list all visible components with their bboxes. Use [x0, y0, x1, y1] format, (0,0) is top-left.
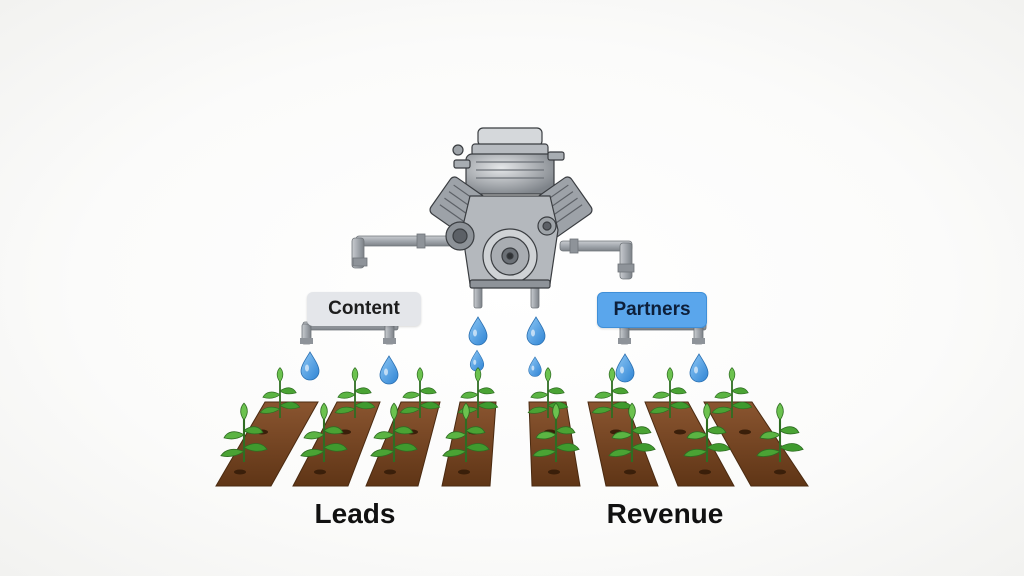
soil-row — [215, 401, 319, 487]
leads-caption: Leads — [314, 498, 396, 529]
water-drop-icon — [300, 351, 320, 381]
soil-row — [644, 401, 735, 487]
revenue-caption: Revenue — [606, 498, 724, 529]
soil-row — [528, 401, 581, 487]
soil-row — [587, 401, 659, 487]
water-drop-icon — [526, 316, 546, 346]
content-label: Content — [307, 292, 421, 326]
water-drop-icon — [615, 353, 635, 383]
engine-icon — [429, 127, 593, 289]
soil-row — [703, 401, 809, 487]
soil-row — [441, 401, 497, 487]
water-drop-icon — [468, 316, 488, 346]
pipe-icon — [355, 235, 453, 247]
water-drop-icon — [528, 356, 542, 377]
water-drop-icon — [469, 349, 485, 372]
water-drop-icon — [689, 353, 709, 383]
water-drop-icon — [379, 355, 399, 385]
partners-label: Partners — [597, 292, 707, 328]
